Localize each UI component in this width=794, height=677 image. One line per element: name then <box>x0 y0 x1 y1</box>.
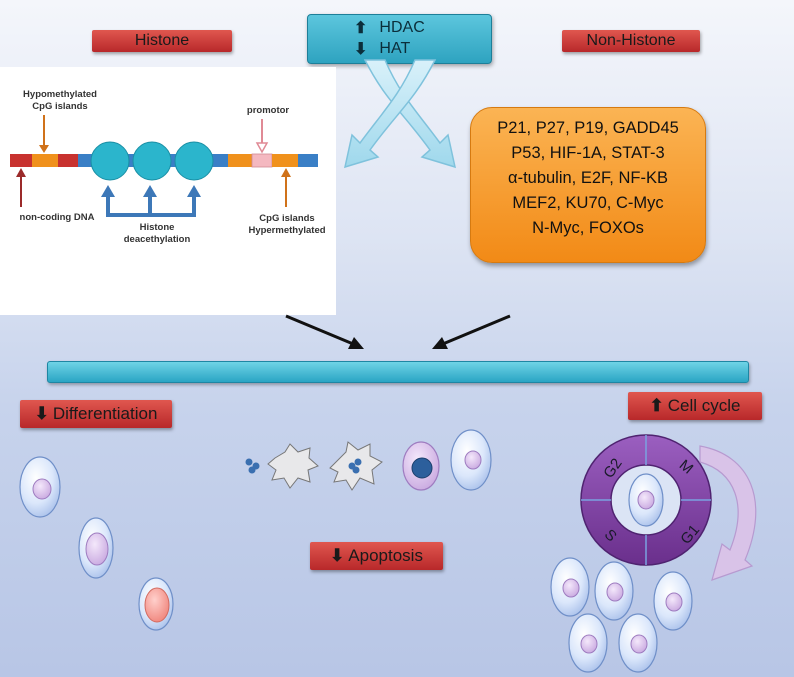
protein-line: MEF2, KU70, C-Myc <box>512 194 664 212</box>
protein-line: α-tubulin, E2F, NF-KB <box>508 169 668 187</box>
hat-text: HAT <box>379 40 411 57</box>
daughter-cell-icon <box>618 613 658 673</box>
nonhistone-label: Non-Histone <box>562 30 700 52</box>
shrunken-cell-icon <box>267 443 319 489</box>
converging-arrows <box>285 314 511 349</box>
protein-line: P53, HIF-1A, STAT-3 <box>511 144 665 162</box>
differentiation-cell-icon <box>19 456 61 518</box>
promotor-label: promotor <box>246 105 290 116</box>
noncoding-label: non-coding DNA <box>19 212 95 223</box>
differentiation-cell-icon <box>138 577 174 631</box>
hdac-row: ⬆ HDAC <box>354 18 425 38</box>
apoptosis-text: Apoptosis <box>348 546 423 565</box>
histone-label-text: Histone <box>134 32 190 49</box>
apoptotic-bodies-icon <box>245 458 260 474</box>
daughter-cell-icon <box>550 557 590 617</box>
down-arrow-icon: ⬇ <box>330 546 345 565</box>
up-arrow-icon: ⬆ <box>354 20 368 37</box>
down-arrow-icon: ⬇ <box>354 41 368 58</box>
hypomethylated-label: Hypomethylated CpG islands <box>23 89 97 112</box>
curved-arrow-right-icon <box>363 59 457 169</box>
cell-cycle-ring <box>580 434 712 566</box>
histone-diagram-panel: Hypomethylated CpG islands promotor non-… <box>0 67 336 315</box>
nonhistone-label-text: Non-Histone <box>586 32 676 49</box>
cell-cycle-label: ⬆ Cell cycle <box>628 392 762 420</box>
histone-icon <box>132 141 172 181</box>
outcome-bar <box>47 361 749 383</box>
protein-line: P21, P27, P19, GADD45 <box>497 119 679 137</box>
fragmented-cell-icon <box>329 441 383 491</box>
condensed-nucleus-cell-icon <box>402 441 440 491</box>
histone-label: Histone <box>92 30 232 52</box>
histone-icon <box>174 141 214 181</box>
hdac-text: HDAC <box>379 19 425 36</box>
differentiation-label: ⬇ Differentiation <box>20 400 172 428</box>
nonhistone-proteins-box: P21, P27, P19, GADD45 P53, HIF-1A, STAT-… <box>470 107 706 263</box>
histone-icon <box>90 141 130 181</box>
normal-cell-icon <box>450 429 492 491</box>
apoptosis-label: ⬇ Apoptosis <box>310 542 443 570</box>
differentiation-text: Differentiation <box>52 404 158 423</box>
histone-deacetylation-label: Histone deacethylation <box>123 222 191 245</box>
daughter-cell-icon <box>568 613 608 673</box>
cell-cycle-text: Cell cycle <box>667 396 741 415</box>
protein-line: N-Myc, FOXOs <box>532 219 644 237</box>
daughter-cell-icon <box>653 571 693 631</box>
hdac-hat-box: ⬆ HDAC ⬇ HAT <box>307 14 492 64</box>
dna-strand-diagram <box>10 115 318 217</box>
hat-row: ⬇ HAT <box>354 39 410 59</box>
down-arrow-icon: ⬇ <box>34 404 49 423</box>
up-arrow-icon: ⬆ <box>649 396 664 415</box>
daughter-cell-icon <box>594 561 634 621</box>
cpg-hypermethylated-label: CpG islands Hypermethylated <box>248 213 326 236</box>
curved-arrow-left-icon <box>343 59 437 169</box>
differentiation-cell-icon <box>78 517 114 579</box>
crossing-arrows <box>343 59 457 169</box>
cycle-curved-arrow-icon <box>699 445 757 581</box>
